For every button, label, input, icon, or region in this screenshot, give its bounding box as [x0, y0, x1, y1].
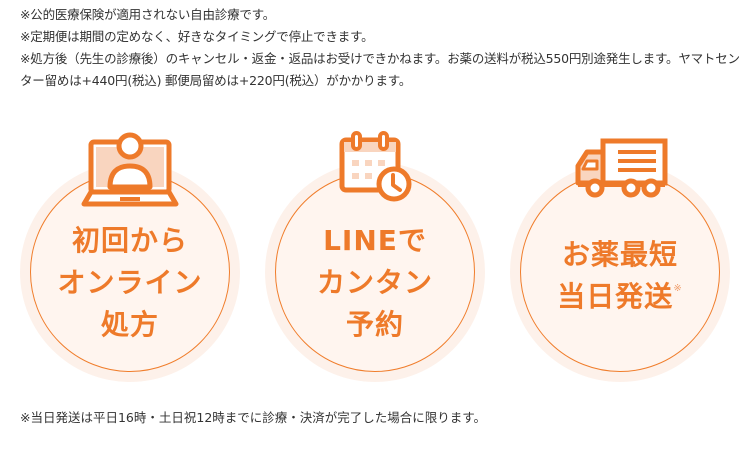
delivery-truck-icon [575, 138, 668, 198]
feature-label: お薬最短 当日発送※ [520, 234, 720, 318]
note-cancellation-shipping: ※処方後（先生の診療後）のキャンセル・返金・返品はお受けできかねます。お薬の送料… [20, 51, 740, 88]
feature-label-text: 当日発送 [557, 280, 674, 313]
same-day-shipping-note: ※当日発送は平日16時・土日祝12時までに診療・決済が完了した場合に限ります。 [20, 410, 487, 425]
feature-circle [275, 172, 475, 372]
feature-line-reservation: LINEで カンタン 予約 [275, 172, 475, 372]
feature-label-line: オンライン [57, 266, 203, 299]
feature-label-line: 当日発送※ [520, 276, 720, 318]
feature-label-line: カンタン [316, 266, 433, 299]
feature-circle [520, 172, 720, 372]
footnote-mark: ※ [673, 283, 683, 294]
disclaimer-notes: ※公的医療保険が適用されない自由診療です。 ※定期便は期間の定めなく、好きなタイ… [20, 4, 740, 92]
note-subscription: ※定期便は期間の定めなく、好きなタイミングで停止できます。 [20, 29, 374, 44]
feature-label-line: 初回から [71, 224, 188, 257]
feature-label-line: お薬最短 [561, 238, 678, 271]
feature-same-day-shipping: お薬最短 当日発送※ [520, 172, 720, 372]
laptop-video-call-icon [81, 132, 179, 207]
feature-label-line: 予約 [345, 308, 404, 341]
note-insurance: ※公的医療保険が適用されない自由診療です。 [20, 7, 276, 22]
feature-label-line: LINEで [323, 224, 427, 257]
feature-label-line: 処方 [100, 308, 159, 341]
feature-label: LINEで カンタン 予約 [275, 220, 475, 346]
feature-label: 初回から オンライン 処方 [30, 220, 230, 346]
calendar-clock-icon [339, 131, 412, 202]
